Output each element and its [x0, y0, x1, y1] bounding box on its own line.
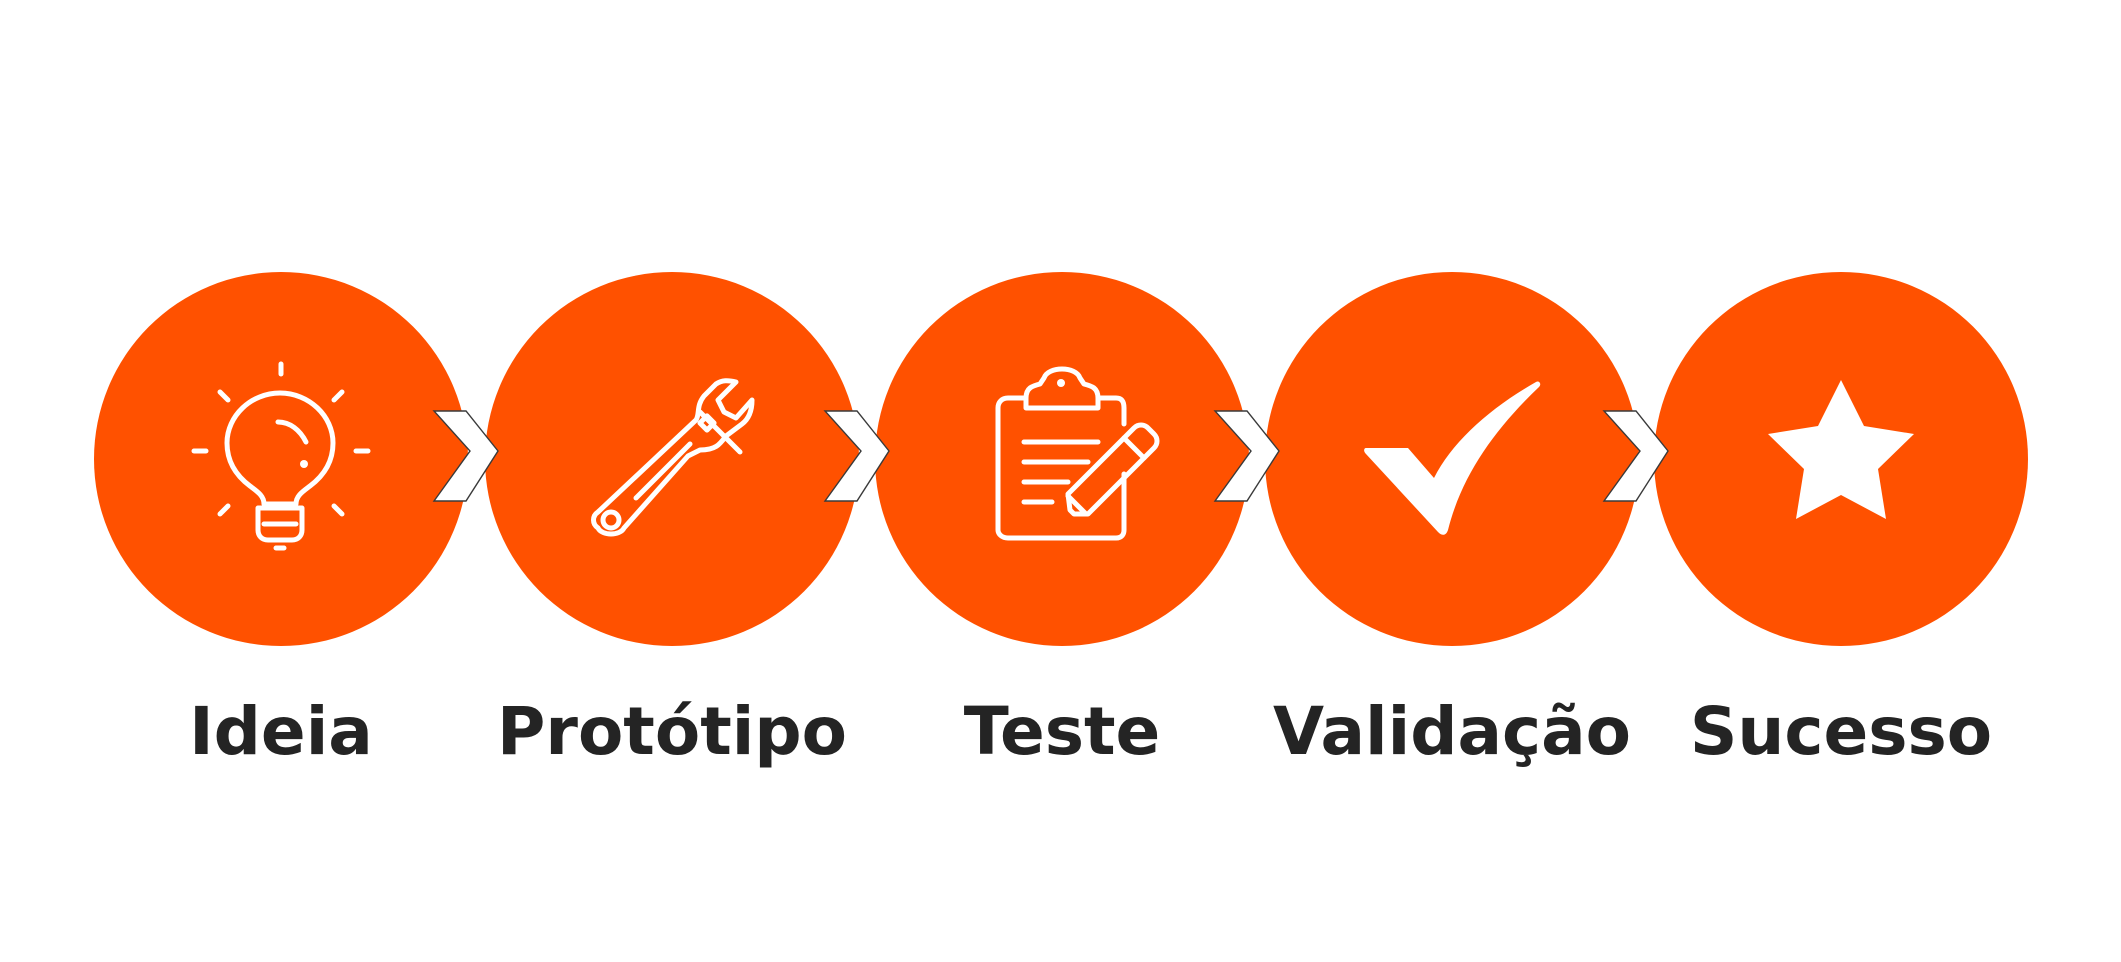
step-ideia [94, 272, 468, 646]
step-teste [875, 272, 1249, 646]
step-validacao [1265, 272, 1639, 646]
step-prototipo [485, 272, 859, 646]
chevron-arrow-icon [823, 410, 890, 502]
lightbulb-icon [191, 361, 371, 551]
chevron-arrow-icon [1213, 410, 1280, 502]
step-label-teste: Teste [964, 693, 1161, 770]
step-label-validacao: Validação [1273, 693, 1631, 770]
step-circle [94, 272, 468, 646]
wrench-icon [591, 378, 755, 537]
chevron-arrow-icon [432, 410, 499, 502]
checkmark-icon [1364, 381, 1541, 535]
step-sucesso [1654, 272, 2028, 646]
clipboard-pencil-icon [995, 366, 1160, 541]
step-circle [875, 272, 1249, 646]
step-label-prototipo: Protótipo [497, 693, 847, 770]
chevron-arrow-icon [1602, 410, 1669, 502]
step-label-ideia: Ideia [189, 693, 373, 770]
star-icon [1768, 380, 1914, 519]
step-label-sucesso: Sucesso [1690, 693, 1992, 770]
